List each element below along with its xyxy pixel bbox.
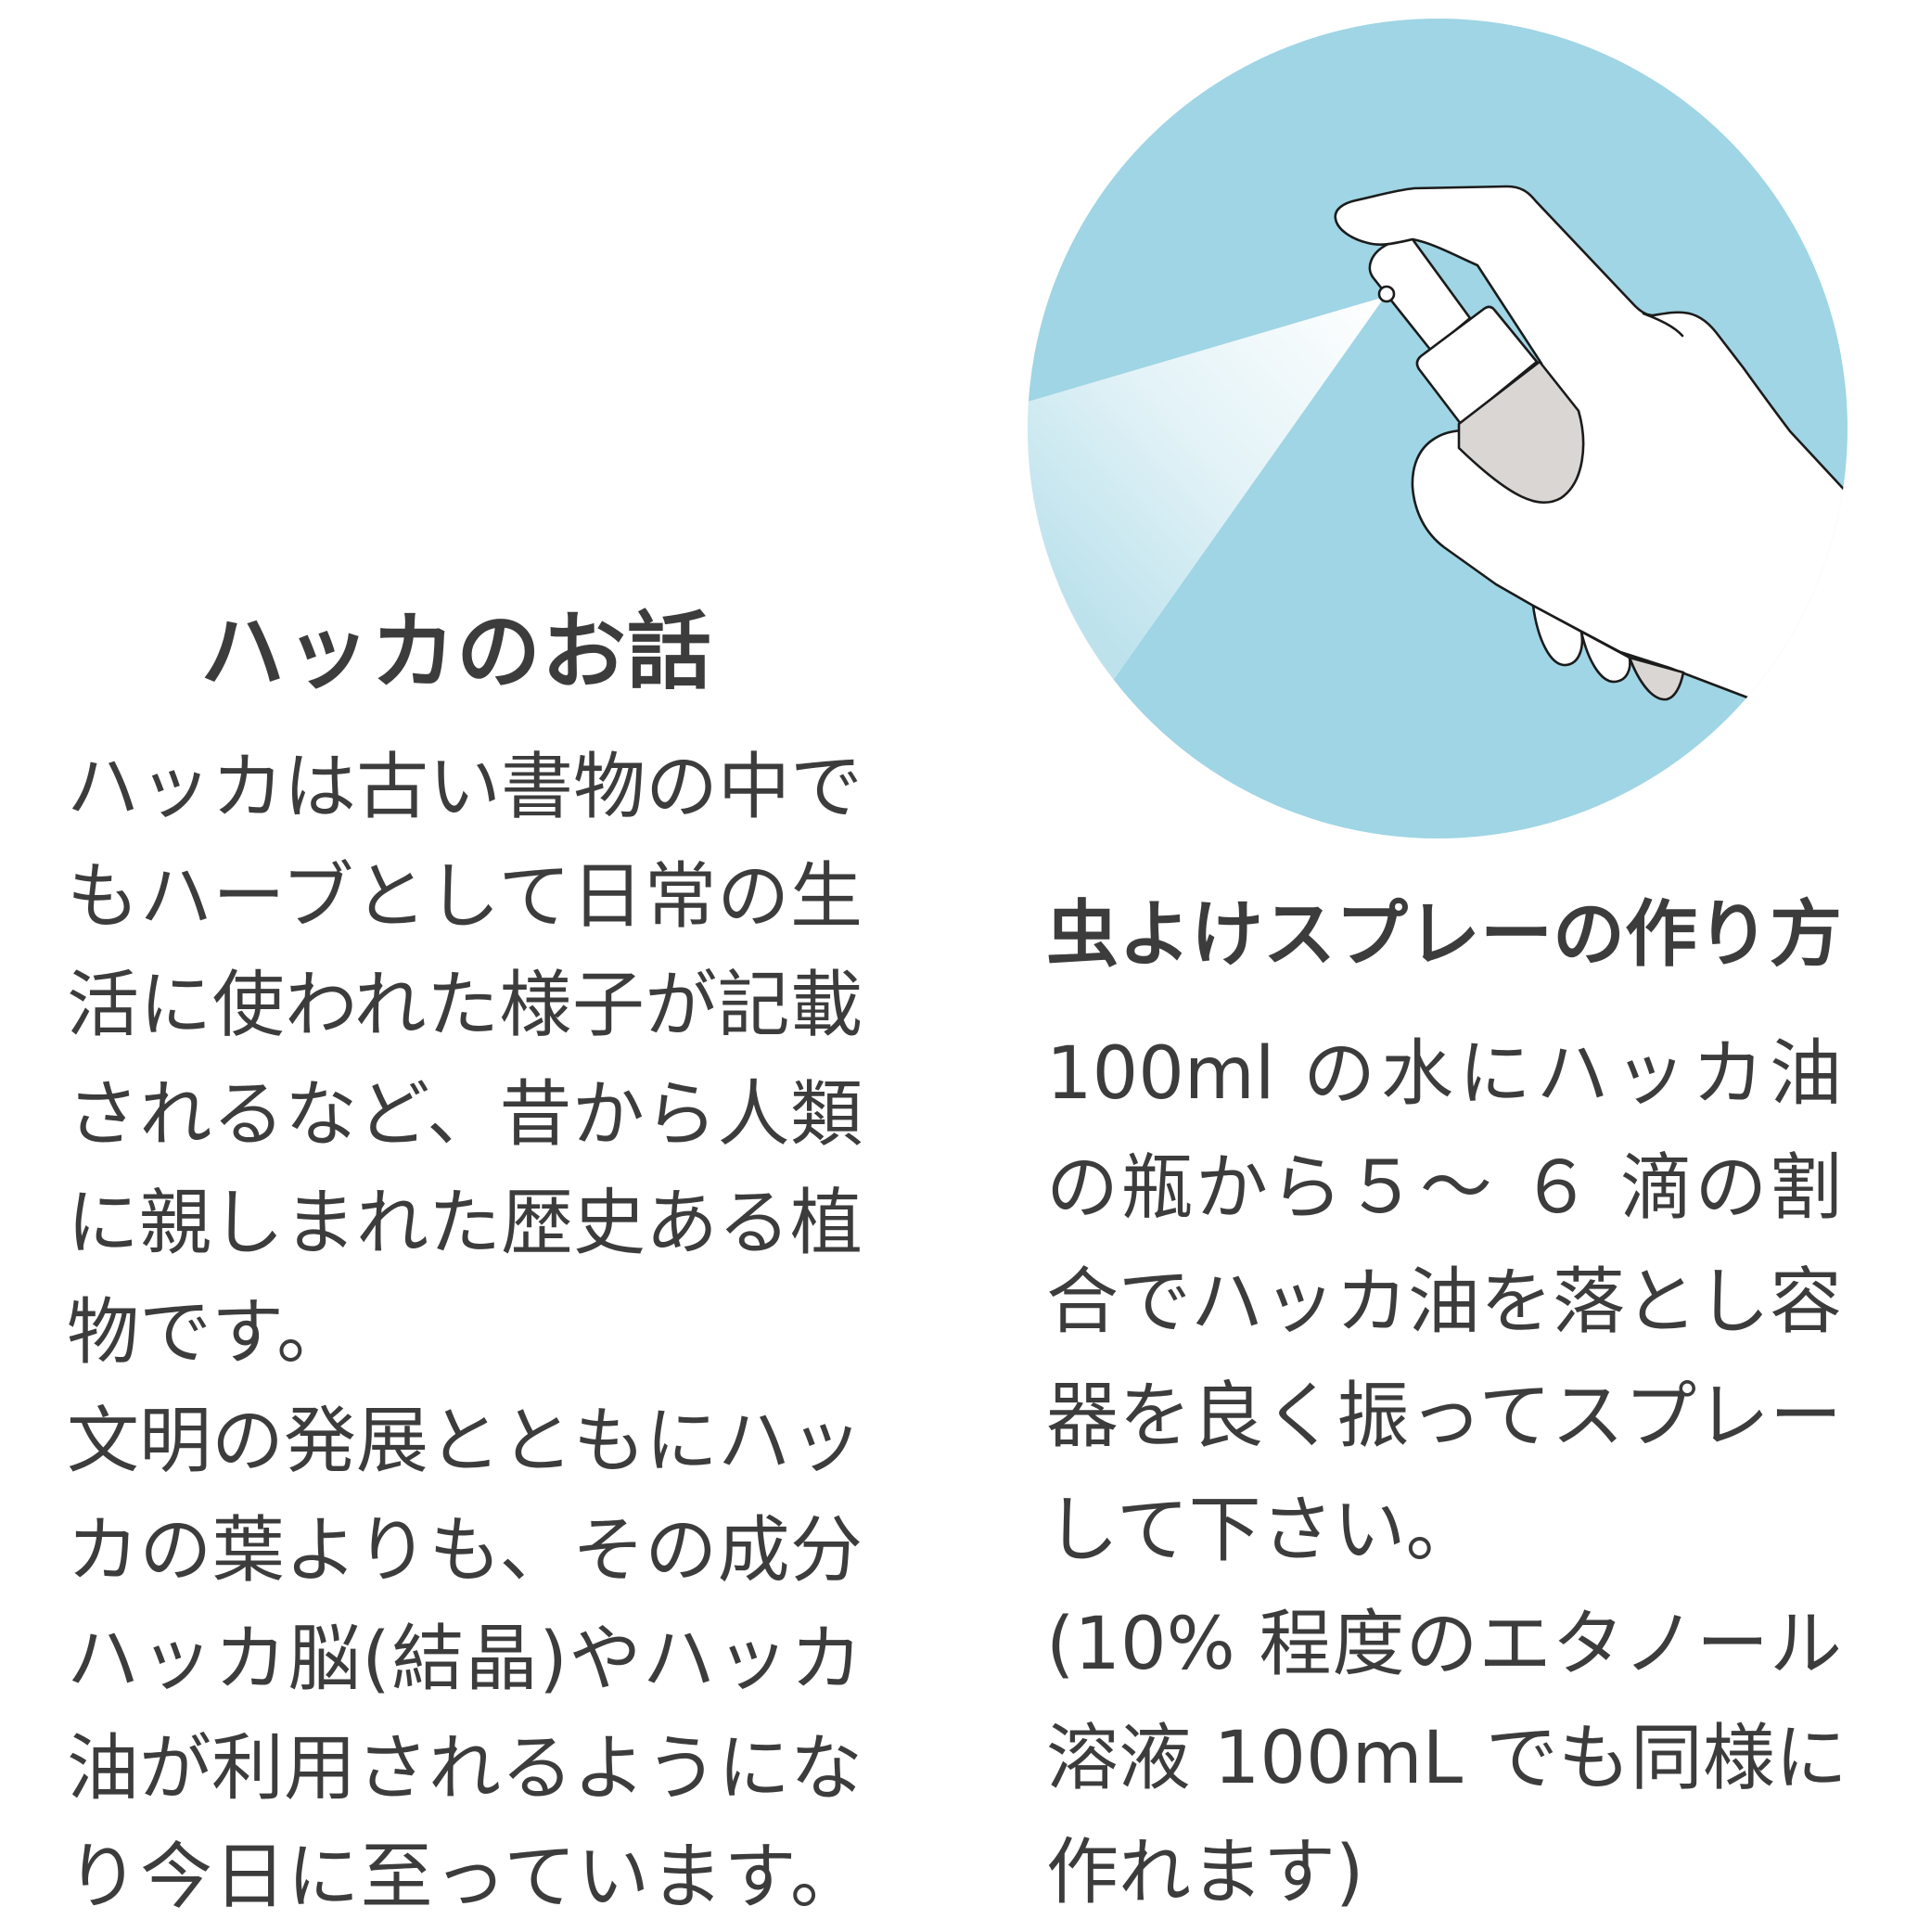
section-title-mint-story: ハッカのお話 [200, 604, 713, 701]
text-line: 器を良く振ってスプレー [1046, 1375, 1842, 1458]
hand-icon [1334, 185, 1848, 762]
text-line: (10% 程度のエタノール [1046, 1603, 1842, 1686]
text-line: 活に使われた様子が記載 [67, 964, 863, 1047]
text-line: 文明の発展とともにハッ [67, 1400, 863, 1483]
hand-crease-icon [1642, 312, 1684, 338]
bottle-body-icon [1457, 360, 1585, 505]
section-title-spray-recipe: 虫よけスプレーの作り方 [1046, 893, 1843, 977]
bottle-bottom-icon [1628, 656, 1685, 701]
text-line: ハッカ脳(結晶)やハッカ [67, 1618, 863, 1701]
text-line: 物です。 [67, 1290, 350, 1375]
text-line: 合でハッカ油を落とし容 [1046, 1260, 1843, 1344]
text-line: に親しまれた歴史ある植 [67, 1182, 863, 1265]
nozzle-icon [1377, 285, 1396, 303]
spray-recipe-text: 100ml の水にハッカ油 の瓶から５～ ６ 滴の割 合でハッカ油を落とし容 器… [1046, 1017, 1848, 1930]
text-line: もハーブとして日常の生 [67, 854, 863, 939]
text-line: の瓶から５～ ６ 滴の割 [1046, 1146, 1842, 1230]
text-line: カの葉よりも、その成分 [67, 1508, 863, 1593]
text-line: 溶液 100mL でも同様に [1046, 1717, 1848, 1800]
bottle-cap-icon [1415, 305, 1539, 426]
text-line: 作れます) [1046, 1831, 1364, 1914]
mint-story-text: ハッカは古い書物の中で もハーブとして日常の生 活に使われた様子が記載 されるな… [67, 734, 863, 1932]
text-line: 油が利用されるようにな [67, 1726, 863, 1810]
finger-icon [1579, 630, 1631, 684]
finger-icon [1531, 604, 1584, 667]
hand-spray-bottle-icon [1028, 19, 1848, 838]
text-line: ハッカは古い書物の中で [67, 746, 863, 829]
text-line: 100ml の水にハッカ油 [1046, 1032, 1842, 1116]
text-line: り今日に至っています。 [67, 1836, 863, 1919]
text-line: されるなど、昔から人類 [67, 1072, 863, 1157]
text-line: して下さい。 [1046, 1489, 1478, 1572]
